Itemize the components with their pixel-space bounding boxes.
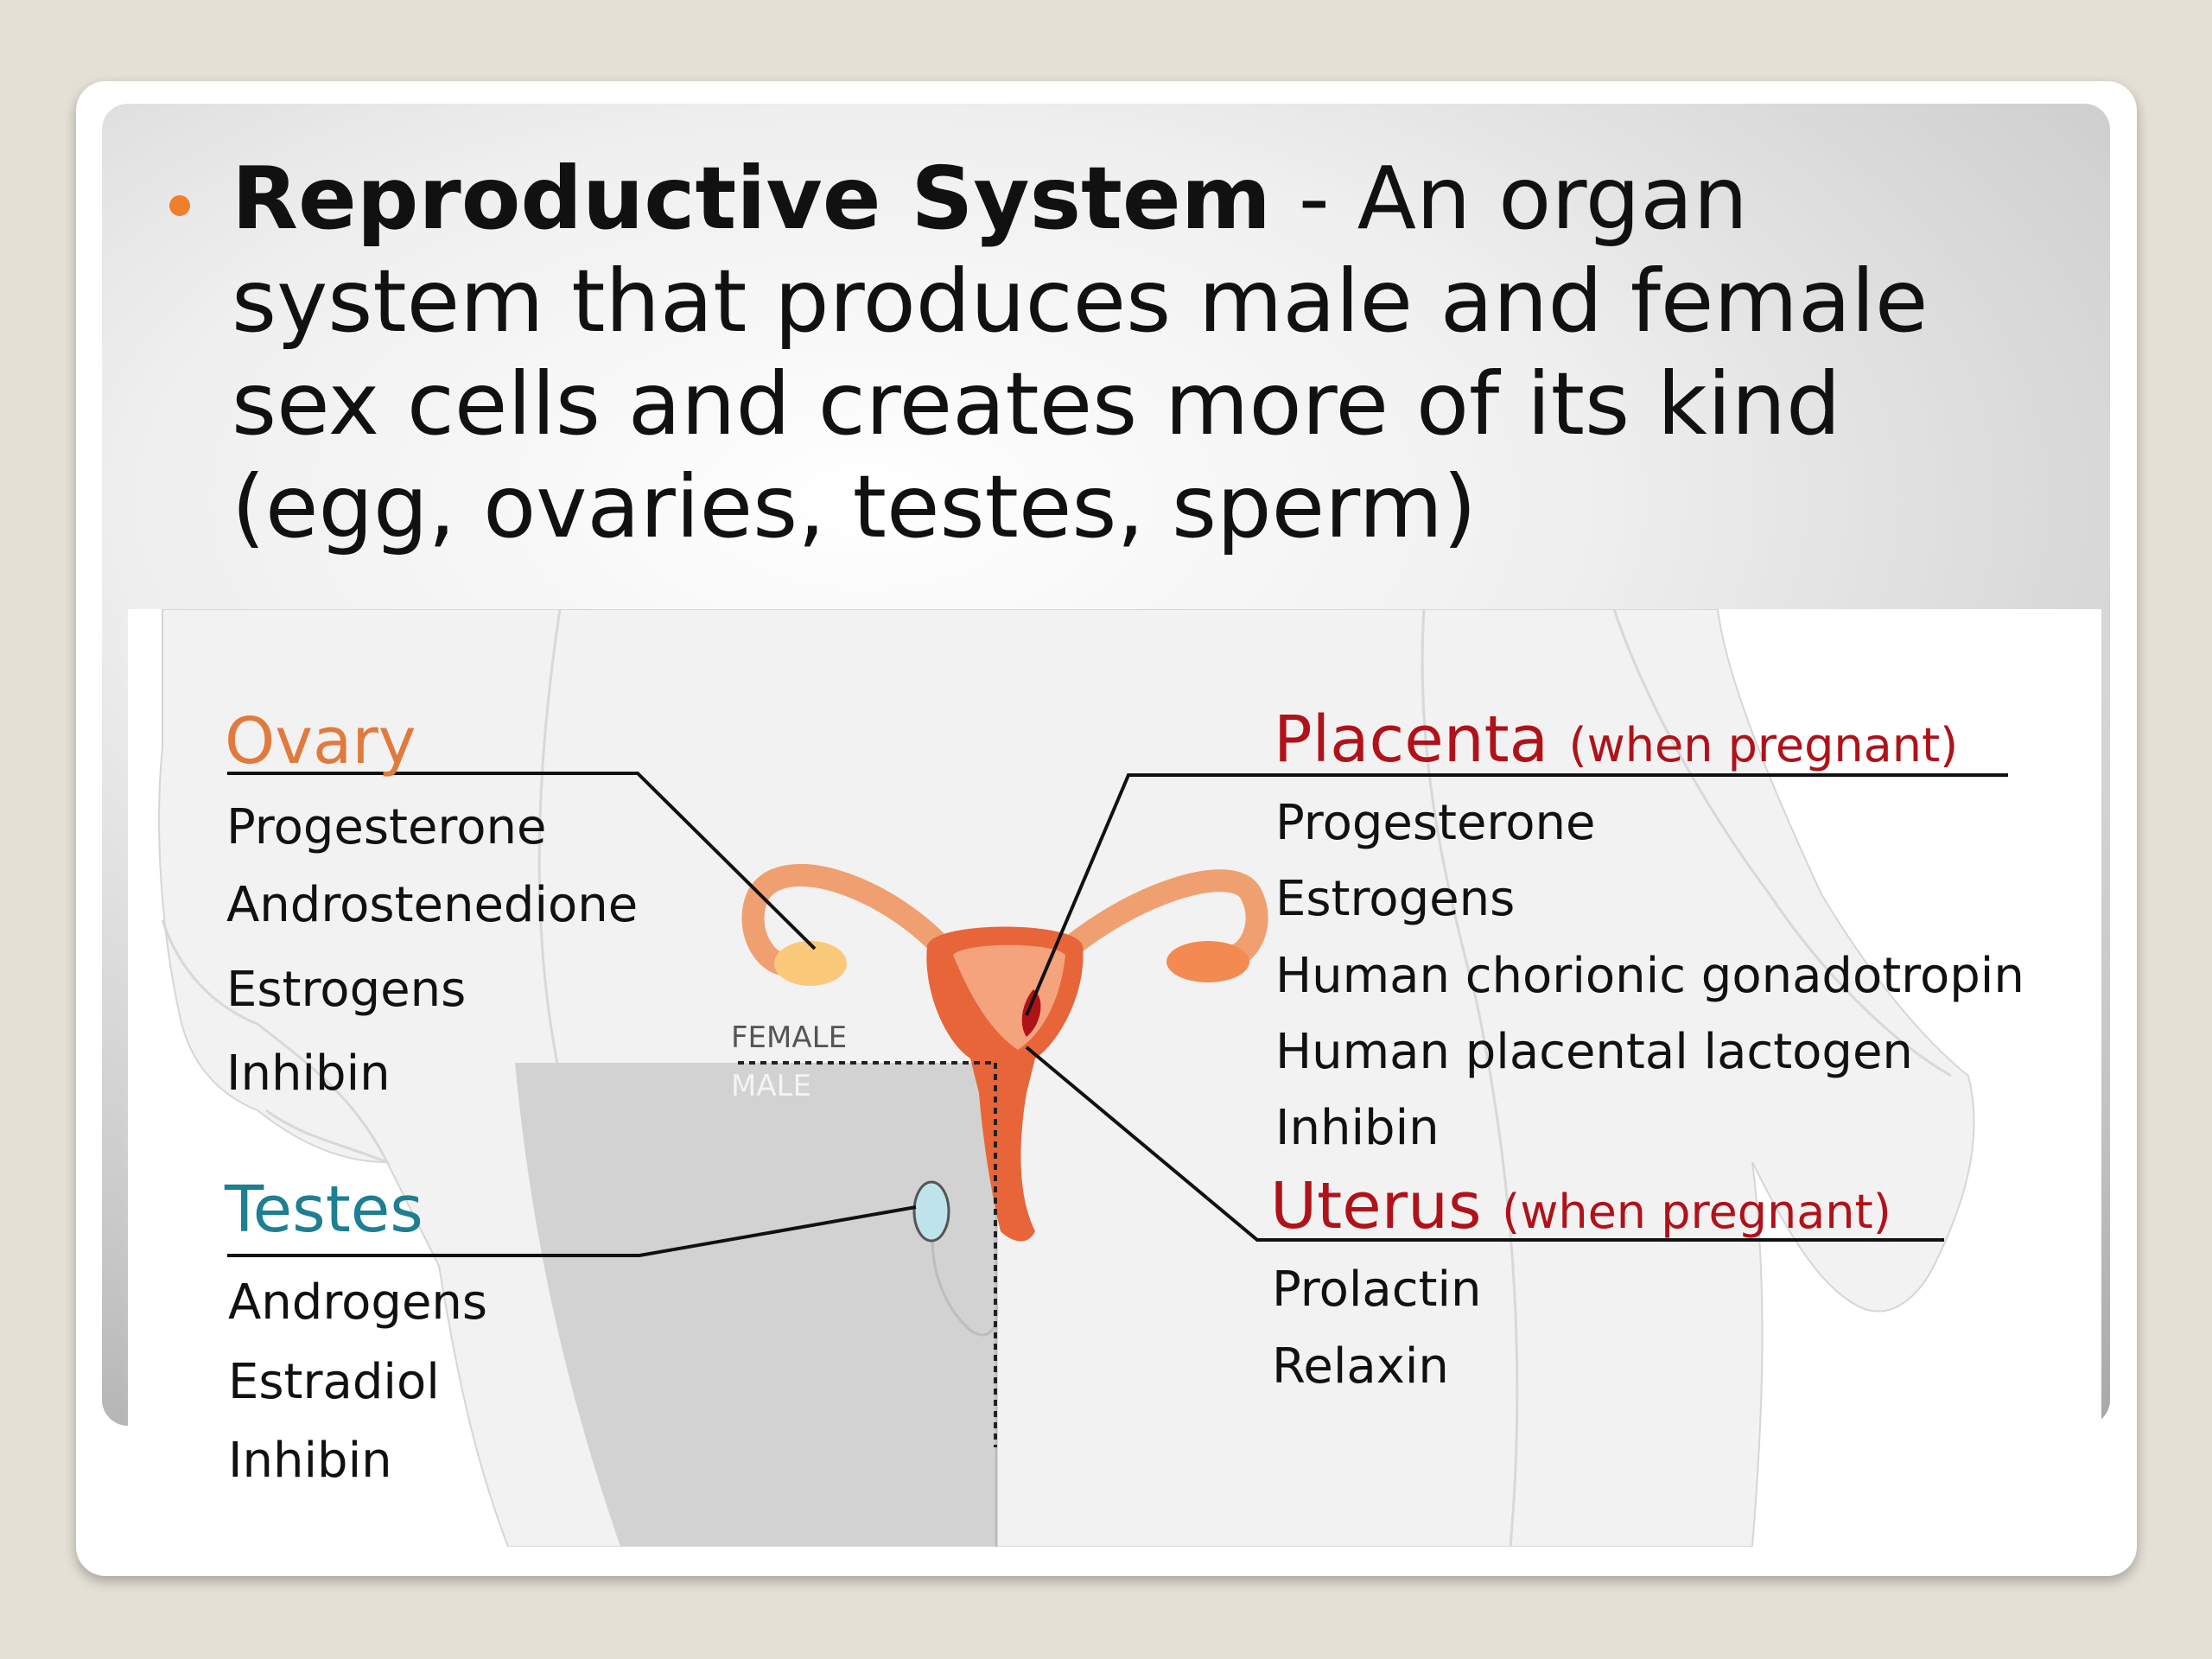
male-region (515, 1063, 996, 1547)
placenta-leader-line (1025, 773, 2008, 1016)
placenta-heading: Placenta (when pregnant) (1274, 702, 1958, 777)
uterus-hormone: Relaxin (1272, 1338, 1449, 1395)
leg-outline-right (1421, 609, 1519, 1547)
ovary-left-shape (774, 941, 847, 986)
uterus-leader-line (1025, 1046, 1944, 1242)
testes-hormone: Androgens (228, 1274, 488, 1331)
hand-outline-left (161, 919, 391, 1165)
placenta-shape (1021, 989, 1041, 1037)
placenta-hormone: Human chorionic gonadotropin (1275, 948, 2024, 1004)
ovary-hormone: Androstenedione (226, 877, 639, 933)
testes-hormone: Inhibin (228, 1433, 392, 1489)
body-illustration (128, 609, 2101, 1547)
placenta-hormone: Human placental lactogen (1275, 1024, 1913, 1080)
uterus-hormone: Prolactin (1272, 1262, 1482, 1318)
female-label: FEMALE (731, 1020, 848, 1055)
ovary-hormone: Progesterone (226, 799, 547, 855)
uterus-qualifier: (when pregnant) (1502, 1185, 1891, 1239)
placenta-hormone: Estrogens (1275, 871, 1516, 927)
ovary-hormone: Inhibin (226, 1046, 391, 1102)
ovary-hormone: Estrogens (226, 962, 467, 1018)
placenta-title: Placenta (1274, 702, 1549, 777)
ovary-right-shape (1166, 941, 1249, 982)
testes-heading: Testes (225, 1173, 423, 1247)
bullet-text: Reproductive System - An organ system th… (232, 147, 2046, 558)
uterus-heading: Uterus (when pregnant) (1270, 1169, 1891, 1243)
testes-leader-line (227, 1205, 917, 1257)
arm-outline-right (1612, 609, 1952, 1077)
fallopian-tube-right (1050, 869, 1268, 968)
ovary-leader-line (227, 772, 817, 950)
term: Reproductive System (232, 148, 1271, 249)
placenta-hormone: Inhibin (1275, 1100, 1440, 1156)
placenta-qualifier: (when pregnant) (1568, 718, 1959, 772)
male-label: MALE (731, 1069, 812, 1103)
uterus-title: Uterus (1270, 1169, 1482, 1243)
definition: - An organ system that produces male and… (232, 148, 1929, 557)
testes-hormone: Estradiol (228, 1354, 440, 1410)
bullet-dot-icon (169, 195, 190, 216)
ovary-heading: Ovary (225, 704, 416, 779)
fallopian-tube-left (741, 864, 960, 976)
placenta-hormone: Progesterone (1275, 795, 1596, 851)
testis-shape (912, 1180, 950, 1243)
uterus-cavity (953, 944, 1065, 1050)
hormone-diagram: Ovary Progesterone Androstenedione Estro… (128, 609, 2101, 1547)
